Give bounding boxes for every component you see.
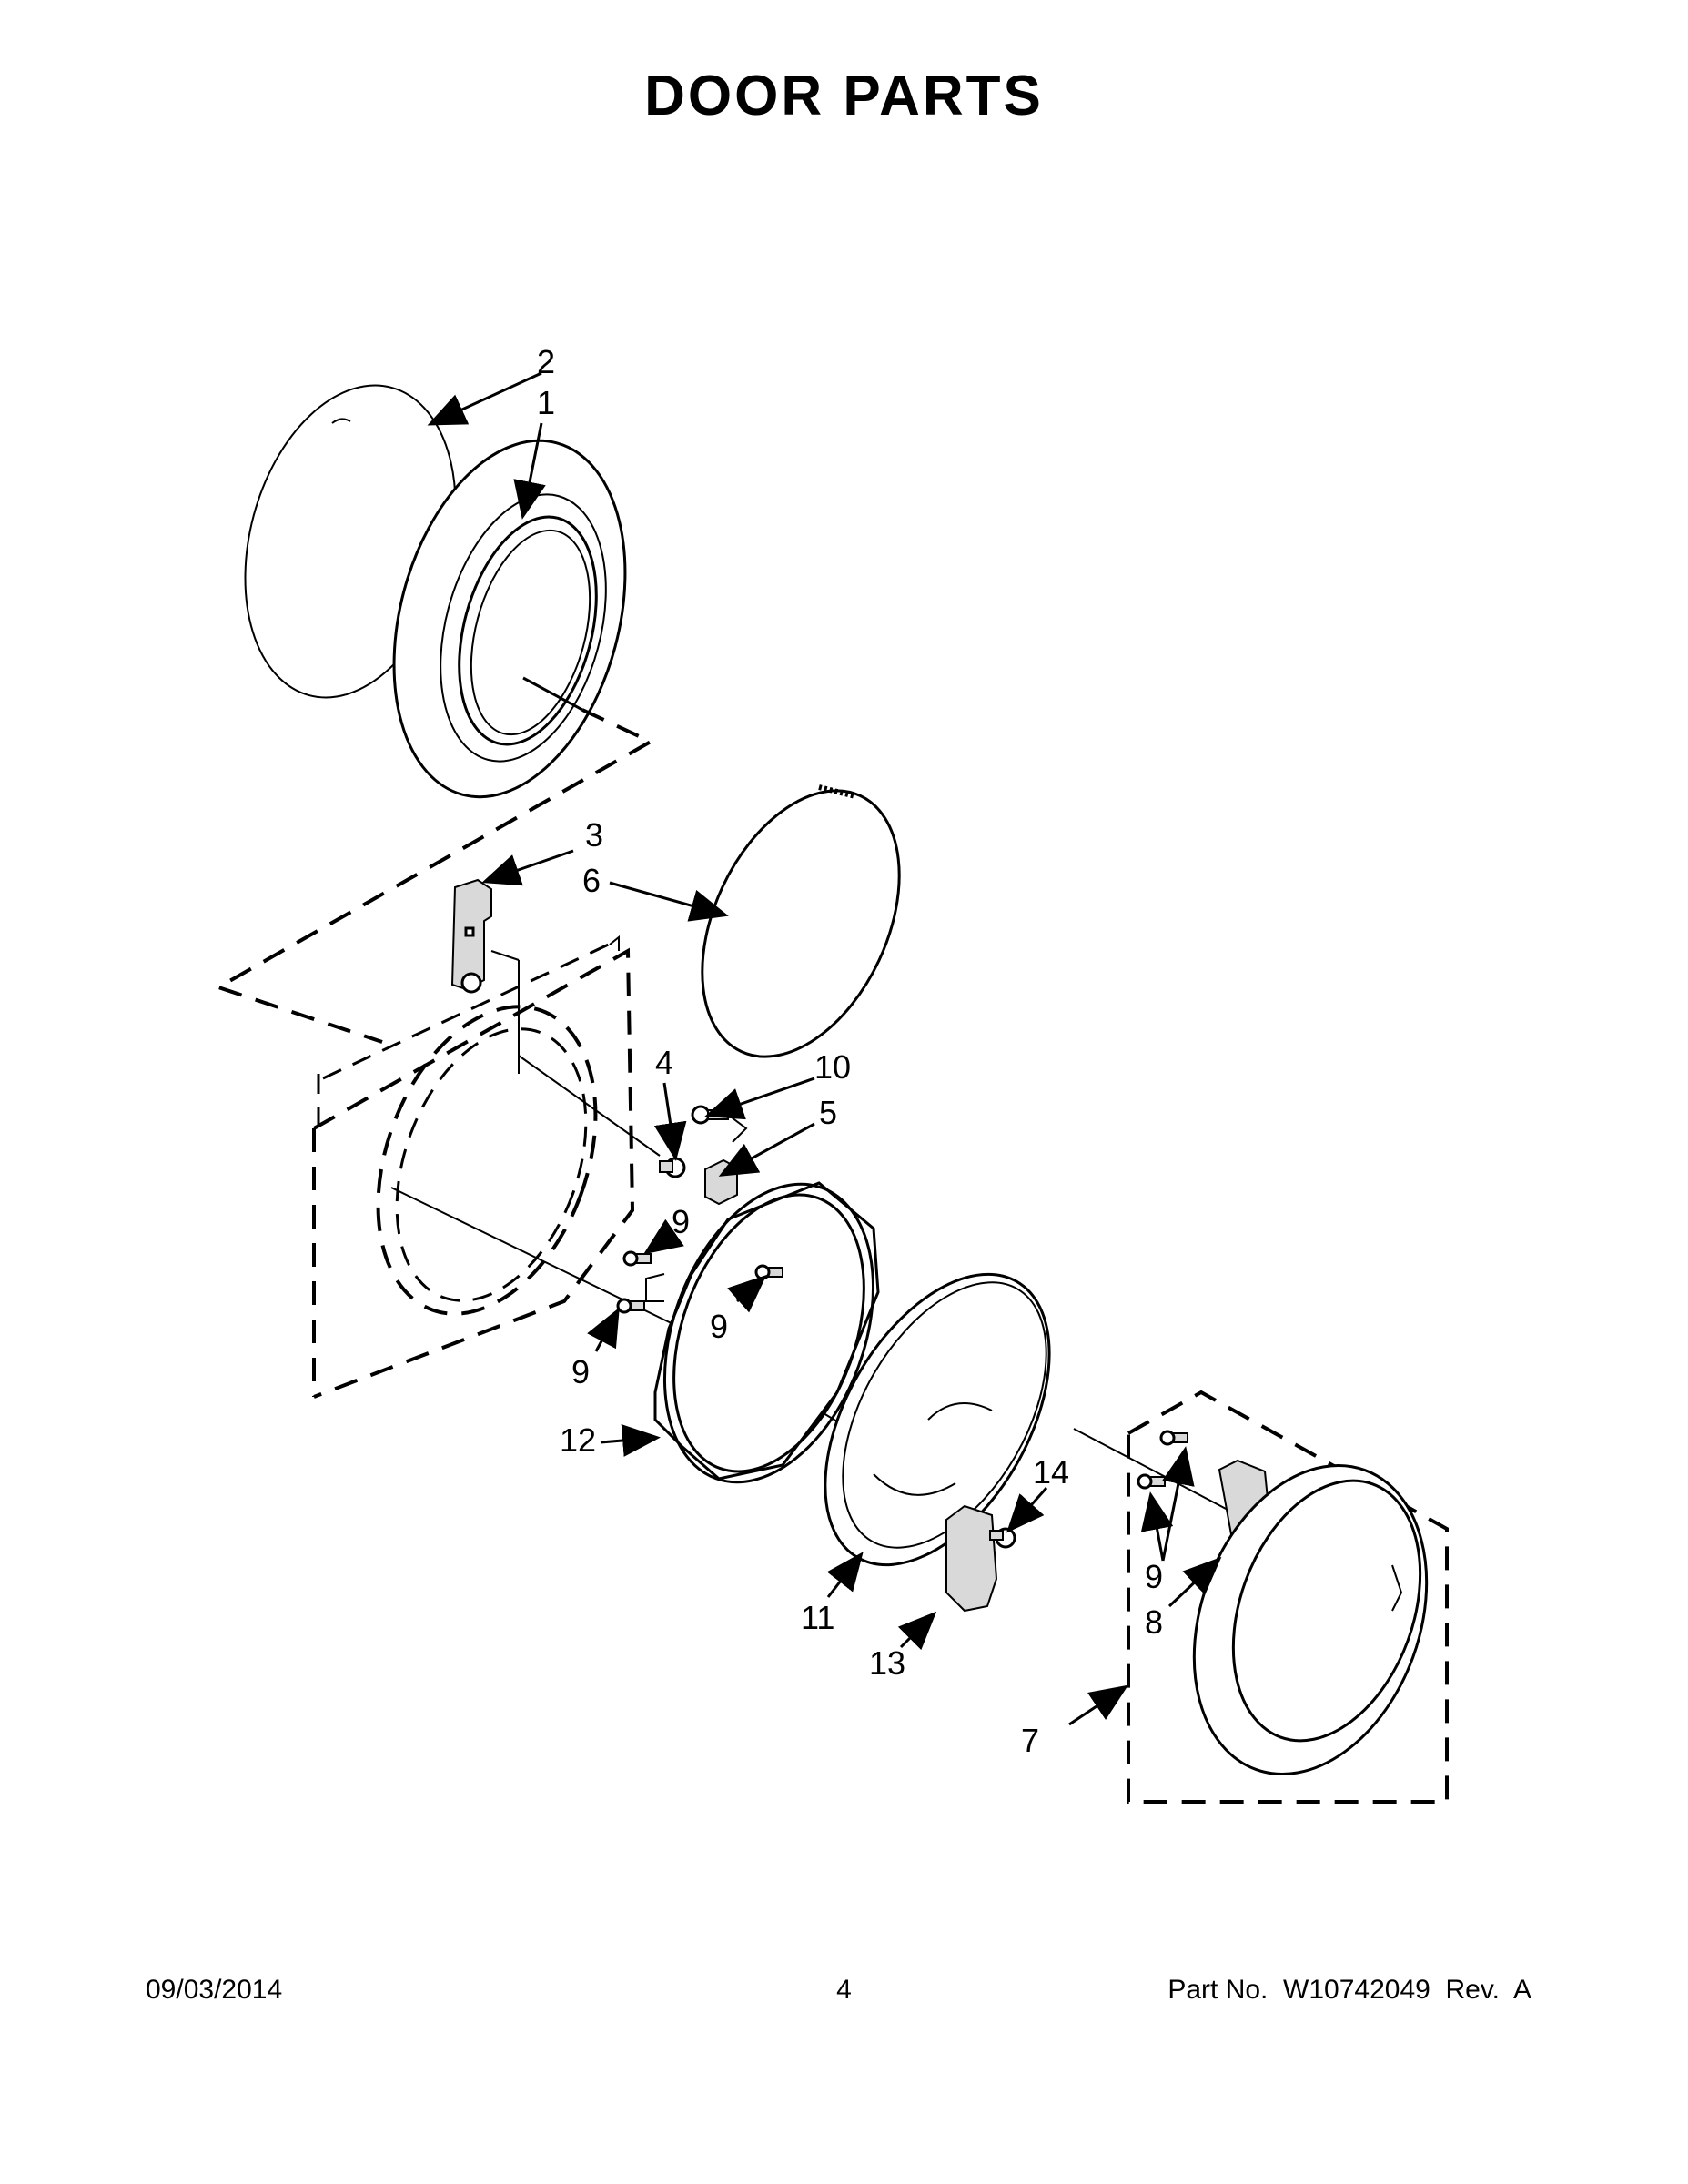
page-title: DOOR PARTS [644,65,1044,127]
arrow-7 [1068,1684,1128,1726]
arrow-13 [897,1611,937,1651]
callout-9c: 9 [571,1353,590,1390]
assembly-guide-line-1 [214,708,655,1044]
footer-date: 09/03/2014 [146,1975,283,2005]
outer-door-dashed-box [1127,1390,1449,1804]
callout-9a: 9 [672,1203,690,1240]
arrow-9d-a [1140,1491,1174,1562]
part-1-inner-door-ring [392,439,627,799]
part-11-glass-bowl [824,1272,1051,1567]
callout-7: 7 [1021,1722,1039,1759]
callout-9d: 9 [1145,1558,1163,1595]
part-9-screws-left [616,1250,783,1314]
callout-5: 5 [819,1094,837,1131]
part-12-inner-frame [645,1181,880,1484]
footer-part-number: Part No. W10742049 Rev. A [1167,1975,1531,2005]
callout-8: 8 [1145,1603,1163,1641]
callout-2: 2 [537,343,555,380]
arrow-11 [826,1552,864,1598]
callout-13: 13 [869,1644,905,1682]
axis-line-2 [518,1055,661,1157]
part-4-screw [659,1157,686,1178]
arrow-10 [704,1077,815,1120]
arrow-8 [1167,1556,1222,1608]
callout-4: 4 [655,1044,673,1081]
part-5-strike [704,1158,738,1206]
callout-10: 10 [814,1048,851,1086]
arrow-1 [513,422,546,520]
front-panel-dashed [312,935,635,1399]
arrow-9b [727,1275,767,1313]
arrow-5 [718,1122,815,1177]
callout-14: 14 [1033,1453,1069,1491]
callout-3: 3 [585,816,603,854]
arrow-9a [643,1218,684,1255]
callout-12: 12 [560,1421,596,1459]
callout-6: 6 [582,862,601,899]
part-6-gasket-ring [701,784,901,1058]
callout-1: 1 [537,384,555,421]
arrow-12 [600,1424,661,1457]
axis-line-4 [1073,1428,1248,1521]
arrow-9d-b [1161,1446,1195,1562]
callout-9b: 9 [710,1308,728,1345]
arrow-4 [653,1082,687,1161]
part-3-hinge [450,878,520,1074]
arrow-14 [1006,1487,1048,1533]
part-9-screws-right [1137,1430,1188,1490]
footer-page-number: 4 [836,1975,852,2005]
arrow-6 [609,881,729,922]
part-13-handle [945,1504,1016,1613]
part-7-outer-door [1192,1464,1429,1775]
callout-11: 11 [801,1599,834,1636]
arrow-2 [427,371,542,426]
arrow-9c [587,1307,620,1352]
arrow-3 [481,849,574,886]
